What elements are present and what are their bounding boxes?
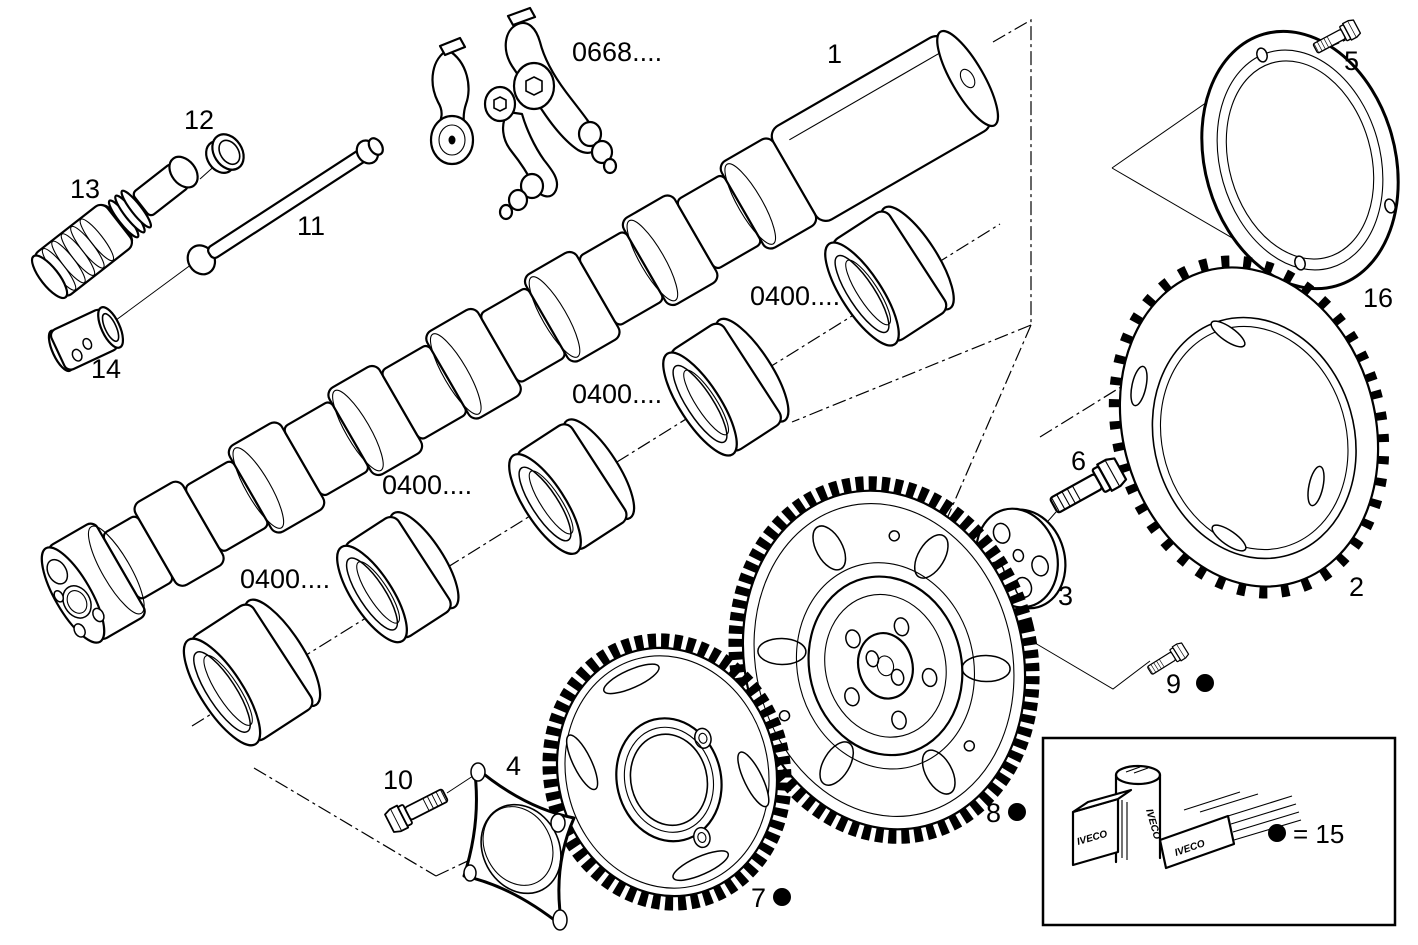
centerline-gear-leadin: [253, 767, 437, 877]
wedge-line-9: [1034, 642, 1151, 690]
kit-dot-7: [773, 888, 791, 906]
label-part-3: 3: [1058, 581, 1073, 611]
iveco-packaging-art: IVECO IVECO IVECO: [1071, 764, 1302, 870]
label-bearing-1: 0400....: [240, 564, 330, 594]
camshaft-gear-teeth: [542, 633, 792, 911]
label-part-14: 14: [91, 354, 121, 384]
rocker-pivot-bore: [483, 85, 517, 123]
camshaft-gear: [542, 633, 792, 911]
label-part-12: 12: [184, 105, 214, 135]
legend-box: IVECO IVECO IVECO = 15: [1041, 736, 1397, 927]
camshaft: [40, 29, 1000, 644]
label-part-2: 2: [1349, 572, 1364, 602]
cover-ring-hole: [1294, 255, 1306, 271]
centerline-corner: [992, 18, 1032, 325]
label-part-10: 10: [383, 765, 413, 795]
cover-ring-hole: [1256, 47, 1268, 63]
kit-dot-legend: [1268, 824, 1286, 842]
cover-ring-hole: [1384, 198, 1396, 214]
rocker-arm-assembly: [429, 6, 618, 221]
camshaft-bearing-4: [662, 317, 790, 457]
phonic-wheel-slot: [1210, 320, 1246, 348]
centerline-upper-left: [791, 324, 1032, 423]
phonic-wheel-slot: [1211, 524, 1247, 552]
label-part-6: 6: [1071, 446, 1086, 476]
phonic-wheel-teeth: [1108, 255, 1390, 599]
kit-dot-9: [1196, 674, 1214, 692]
label-bearing-3: 0400....: [572, 379, 662, 409]
camshaft-bearing-2: [336, 511, 460, 644]
wedge-line-16a: [1111, 99, 1211, 169]
label-part-8: 8: [986, 798, 1001, 828]
label-part-13: 13: [70, 174, 100, 204]
valve-cap: [205, 133, 245, 174]
leader-bolt10-plate4: [446, 773, 477, 794]
label-part-9: 9: [1166, 669, 1181, 699]
label-rocker-group: 0668....: [572, 37, 662, 67]
bolt-6: [1045, 454, 1129, 521]
camshaft-bearing-5: [824, 205, 955, 347]
tappet: [47, 306, 125, 373]
rocker-adjuster: [519, 172, 545, 200]
rocker-adjuster: [577, 120, 603, 148]
kit-dot-8: [1008, 803, 1026, 821]
label-bearing-2: 0400....: [382, 470, 472, 500]
label-part-5: 5: [1344, 46, 1359, 76]
rear-cover-ring: [1200, 29, 1400, 291]
label-bearing-4: 0400....: [750, 281, 840, 311]
drive-gear: [728, 476, 1040, 844]
phonic-wheel-slot: [1307, 465, 1325, 507]
push-rod: [186, 137, 384, 276]
phonic-wheel-slot: [1130, 365, 1148, 407]
retaining-plate: [462, 762, 576, 931]
label-part-1: 1: [827, 39, 842, 69]
label-part-7: 7: [751, 883, 766, 913]
phonic-wheel: [1108, 255, 1390, 599]
label-part-16: 16: [1363, 283, 1393, 313]
rocker-pivot-bore: [512, 61, 556, 111]
label-part-4: 4: [506, 751, 521, 781]
label-part-11: 11: [297, 211, 325, 241]
legend-equation: = 15: [1293, 819, 1344, 849]
tappet-boot: [30, 155, 199, 300]
camshaft-bearing-3: [508, 418, 636, 555]
camshaft-bearing-1: [182, 598, 322, 747]
leader-tappet14-rod11: [111, 263, 193, 324]
